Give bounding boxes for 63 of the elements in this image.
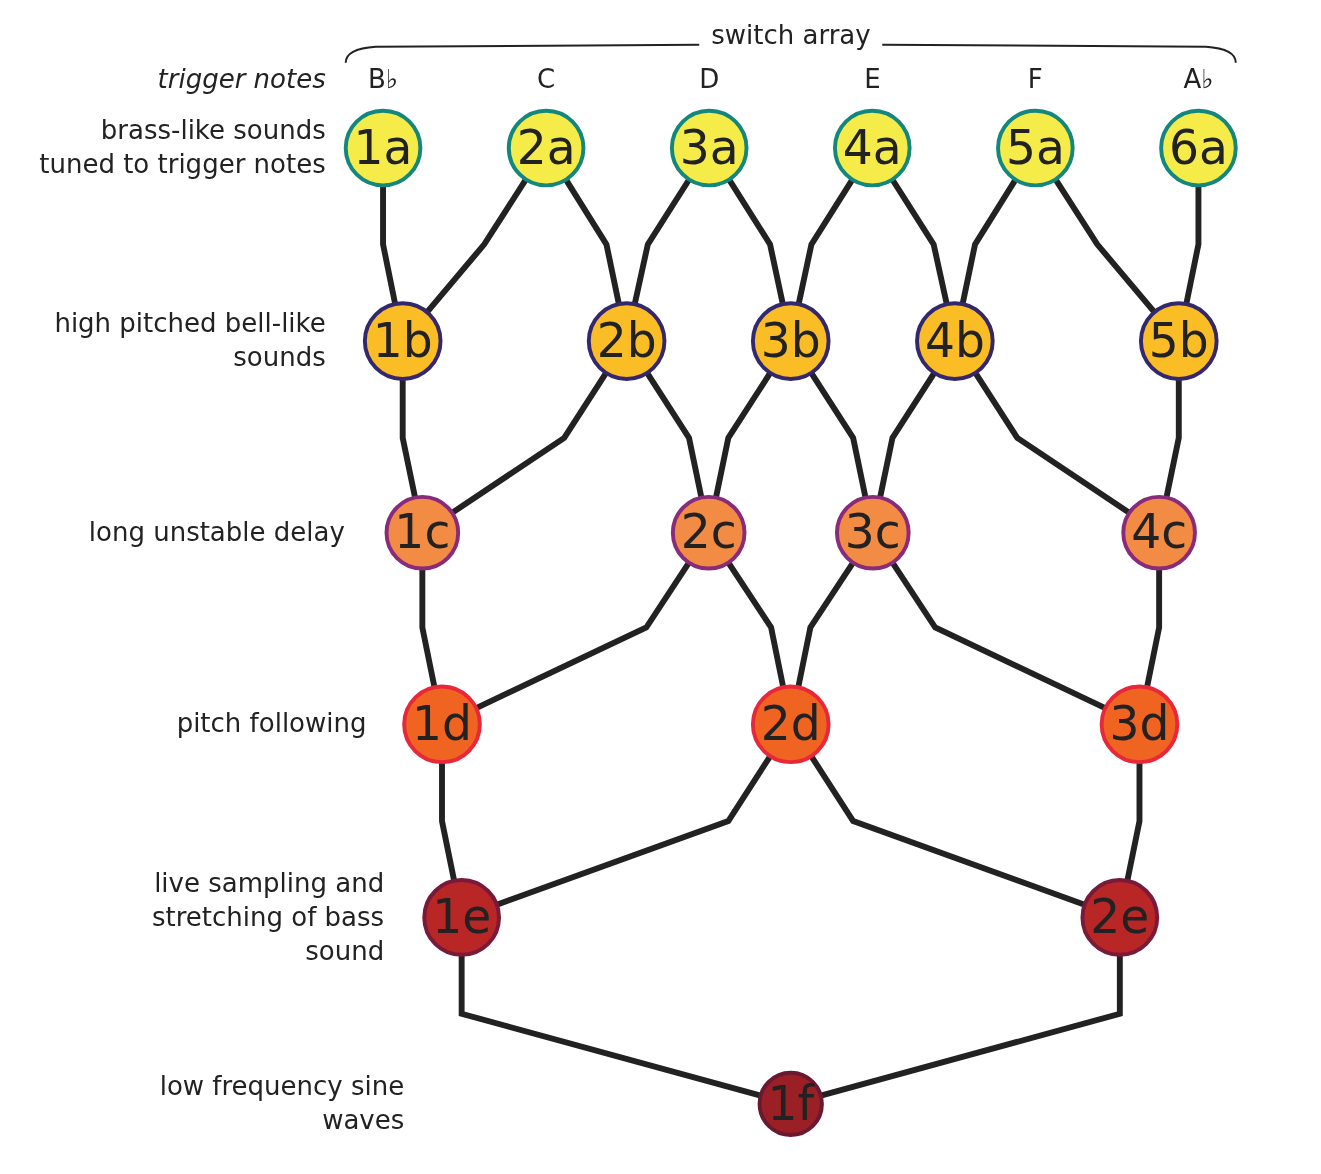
node-circle: 1d	[402, 684, 482, 765]
note-label: E	[864, 62, 881, 96]
node-circle: 5a	[996, 108, 1075, 188]
node-circle: 1e	[422, 878, 501, 957]
node-circle: 5b	[1138, 301, 1219, 381]
connector	[450, 371, 609, 516]
connector	[1124, 762, 1143, 882]
row-label: brass-like sounds tuned to trigger notes	[38, 114, 326, 181]
node-circle: 1c	[384, 494, 461, 571]
connector	[1053, 177, 1157, 315]
connector	[399, 378, 418, 499]
connector	[380, 185, 399, 305]
connector	[1144, 568, 1163, 688]
node-circle: 2a	[506, 108, 586, 188]
connector	[424, 177, 529, 315]
row-label: live sampling and stretching of bass sound	[151, 866, 385, 968]
connector	[725, 561, 787, 688]
connector	[795, 178, 855, 305]
connector	[795, 561, 856, 688]
node-circle: 6a	[1159, 108, 1238, 188]
node-circle: 2e	[1080, 878, 1160, 957]
connector	[495, 754, 773, 908]
node-circle: 1b	[362, 301, 443, 381]
connector	[808, 754, 1086, 908]
node-circle: 3b	[750, 301, 831, 381]
node-circle: 3d	[1099, 684, 1180, 765]
node-circle: 2b	[586, 301, 667, 381]
row-label: pitch following	[175, 707, 367, 741]
node-circle: 3c	[835, 494, 911, 571]
connector	[808, 371, 869, 499]
note-label: F	[1027, 62, 1043, 96]
note-label: D	[699, 62, 720, 96]
connector	[972, 371, 1131, 516]
row-label: high pitched bell-like sounds	[53, 307, 326, 374]
node-circle: 1f	[757, 1070, 824, 1138]
connector	[644, 371, 705, 499]
node-circle: 4b	[915, 301, 995, 381]
connector	[713, 371, 773, 499]
connector	[959, 178, 1019, 305]
connector	[889, 177, 950, 305]
connector	[1163, 378, 1182, 499]
connector	[439, 762, 458, 882]
connector	[890, 561, 1107, 711]
connector	[563, 178, 622, 305]
connector	[726, 178, 786, 305]
heading: trigger notes	[156, 62, 326, 96]
connector	[419, 568, 438, 688]
node-circle: 2c	[670, 494, 747, 571]
node-circle: 3a	[669, 108, 749, 188]
note-label: A♭	[1183, 62, 1214, 96]
node-circle: 1a	[343, 108, 423, 188]
node-circle: 2d	[750, 684, 831, 765]
connector	[877, 371, 937, 499]
connector	[1183, 185, 1202, 305]
note-label: C	[537, 62, 556, 96]
row-label: long unstable delay	[87, 515, 345, 549]
note-label: B♭	[368, 62, 399, 96]
bracket-label: switch array	[711, 18, 871, 52]
connector	[631, 177, 692, 305]
row-label: low frequency sine waves	[158, 1069, 405, 1137]
node-circle: 4c	[1121, 494, 1197, 571]
connector	[820, 954, 1123, 1099]
node-circle: 4a	[833, 108, 912, 188]
